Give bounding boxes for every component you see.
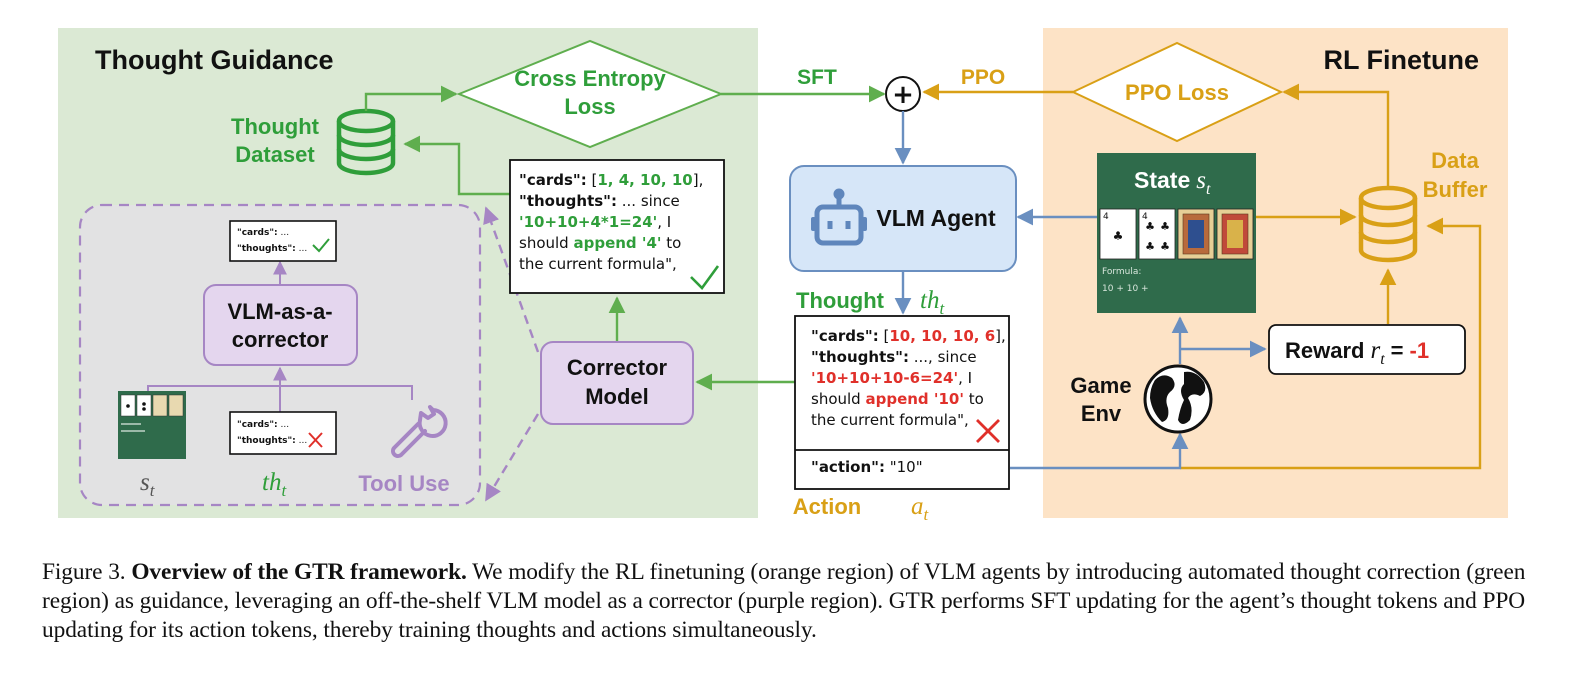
- data-buffer-label-2: Buffer: [1423, 177, 1488, 202]
- cross-entropy-loss-label-2: Loss: [564, 94, 615, 119]
- svg-text:♣: ♣: [1160, 220, 1170, 233]
- wrench-icon: [391, 405, 448, 458]
- s-t-symbol: st: [140, 469, 156, 500]
- vlm-agent-label: VLM Agent: [876, 205, 996, 231]
- mini-thought-cards: "cards": ...: [237, 420, 289, 430]
- caption-text: We modify the RL finetuning (orange regi…: [42, 559, 1526, 643]
- sum-symbol: +: [892, 80, 914, 110]
- corrector-model-label-1: Corrector: [567, 355, 668, 380]
- thought-symbol: tht: [920, 287, 945, 318]
- playing-card-4: [1216, 208, 1254, 260]
- svg-text:4: 4: [1103, 212, 1109, 222]
- box-to-dataset-arrow: [403, 135, 510, 196]
- caption-prefix: Figure 3.: [42, 559, 126, 585]
- vlm-as-a-corrector-label-1: VLM-as-a-: [227, 299, 332, 324]
- thought-guidance-title: Thought Guidance: [95, 45, 333, 75]
- mini-corrected-thoughts: "thoughts": ...: [237, 244, 307, 254]
- agent-thought-text: "cards": [10, 10, 10, 6], "thoughts": ..…: [811, 327, 1006, 429]
- gtr-framework-diagram: Thought Guidance RL Finetune Cross Entro…: [58, 28, 1508, 524]
- mini-state-card: [118, 391, 186, 459]
- thought-dataset-label-1: Thought: [231, 114, 320, 139]
- state-formula-value: 10 + 10 +: [1102, 284, 1149, 294]
- corrector-model-label-2: Model: [585, 384, 649, 409]
- vlm-as-a-corrector-node: [203, 284, 358, 366]
- sft-label: SFT: [797, 66, 837, 89]
- game-env-label-1: Game: [1070, 373, 1131, 398]
- robot-icon: [811, 188, 867, 246]
- action-to-buffer-arrow: [1180, 217, 1482, 470]
- buffer-to-ppo-loss-arrow: [1282, 83, 1390, 186]
- game-env-label-2: Env: [1081, 401, 1122, 426]
- cross-icon: [976, 419, 1000, 443]
- svg-text:♣: ♣: [1160, 240, 1170, 253]
- vlm-as-a-corrector-label-2: corrector: [232, 327, 329, 352]
- thought-label: Thought: [796, 288, 885, 313]
- action-label: Action: [793, 494, 861, 519]
- agent-thought-box: [794, 315, 1010, 490]
- rl-finetune-title: RL Finetune: [1323, 45, 1479, 75]
- data-buffer-icon: [1358, 185, 1418, 263]
- corrected-thought-text: "cards": [1, 4, 10, 10], "thoughts": ...…: [519, 171, 704, 273]
- svg-text:♣: ♣: [1113, 229, 1124, 243]
- corrector-region-link-bottom: [484, 413, 540, 502]
- reward-node: [1268, 324, 1466, 375]
- playing-card-3: [1177, 208, 1215, 260]
- mini-thought-box: [229, 411, 337, 455]
- ppo-label: PPO: [961, 66, 1005, 89]
- action-symbol: at: [911, 493, 930, 524]
- playing-card-2: 4 ♣ ♣ ♣ ♣: [1138, 208, 1176, 260]
- data-buffer-label-1: Data: [1431, 148, 1479, 173]
- svg-text:4: 4: [1142, 212, 1148, 222]
- caption-title: Overview of the GTR framework.: [131, 559, 467, 585]
- mini-thought-thoughts: "thoughts": ...: [237, 436, 307, 446]
- ppo-loss-label: PPO Loss: [1125, 80, 1229, 105]
- corrected-thought-box: [509, 159, 725, 294]
- figure-caption: Figure 3. Overview of the GTR framework.…: [42, 558, 1542, 645]
- mini-corrected-cards: "cards": ...: [237, 228, 289, 238]
- tool-use-label: Tool Use: [358, 471, 449, 496]
- state-formula-label: Formula:: [1102, 267, 1141, 277]
- th-t-symbol: tht: [262, 469, 287, 500]
- svg-text:♣: ♣: [1145, 240, 1155, 253]
- agent-action-text: "action": "10": [811, 458, 923, 476]
- state-screen: 4 ♣ 4 ♣ ♣ ♣ ♣ Formula: 10 + 10 +: [1097, 153, 1256, 313]
- check-icon: [690, 265, 720, 290]
- corrector-model-node: [540, 341, 694, 425]
- mini-check-icon: [312, 238, 330, 253]
- playing-card-1: 4 ♣: [1099, 208, 1137, 260]
- svg-text:♣: ♣: [1145, 220, 1155, 233]
- mini-corrected-box: [229, 220, 337, 262]
- ppo-loss-node: [1070, 41, 1284, 143]
- dataset-to-ce-arrow: [364, 85, 458, 111]
- cross-entropy-loss-label-1: Cross Entropy: [514, 66, 666, 91]
- thought-dataset-label-2: Dataset: [235, 142, 315, 167]
- action-to-env-arrow: [1010, 432, 1189, 470]
- mini-cross-icon: [308, 432, 323, 448]
- globe-icon: [1143, 364, 1213, 434]
